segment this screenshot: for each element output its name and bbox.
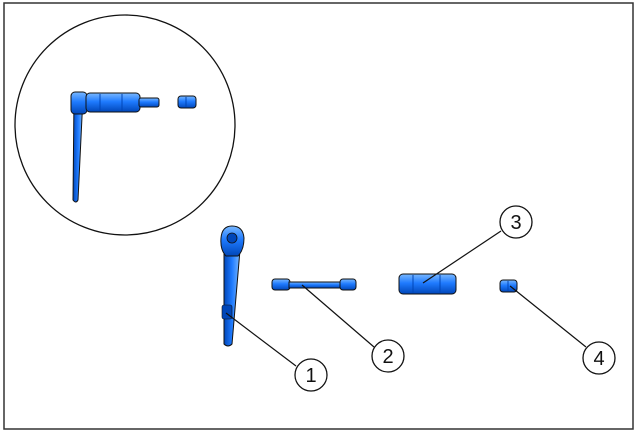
inset-socket-body bbox=[85, 92, 141, 113]
leader-line-2 bbox=[301, 284, 375, 348]
callout-3: 3 bbox=[499, 205, 533, 239]
leader-line-3 bbox=[422, 230, 502, 284]
diagram-frame bbox=[3, 2, 634, 430]
callout-2: 2 bbox=[371, 339, 405, 373]
leader-line-1 bbox=[225, 312, 297, 367]
inset-ratchet-handle bbox=[72, 95, 84, 203]
callout-4-label: 4 bbox=[593, 348, 604, 370]
callout-1: 1 bbox=[294, 358, 328, 392]
callout-1-label: 1 bbox=[305, 365, 316, 387]
deep-socket-body bbox=[398, 273, 457, 295]
extension-bar-end-left bbox=[271, 278, 291, 291]
callout-4: 4 bbox=[582, 341, 616, 375]
ratchet-handle-shaft bbox=[223, 249, 241, 347]
extension-bar-end-right bbox=[339, 278, 357, 291]
extension-bar-part bbox=[271, 278, 357, 291]
inset-extension-tip bbox=[138, 97, 160, 108]
inset-adapter bbox=[177, 95, 197, 109]
ratchet-handle-part bbox=[220, 225, 245, 347]
extension-bar-shaft bbox=[288, 281, 342, 289]
callout-3-label: 3 bbox=[510, 212, 521, 234]
adapter-part bbox=[499, 279, 518, 293]
inset-circle bbox=[14, 14, 236, 236]
inset-ratchet-head bbox=[70, 91, 88, 115]
assembled-tool-inset bbox=[14, 14, 236, 236]
deep-socket-part bbox=[398, 273, 457, 295]
callout-2-label: 2 bbox=[382, 346, 393, 368]
leader-line-4 bbox=[509, 285, 587, 348]
